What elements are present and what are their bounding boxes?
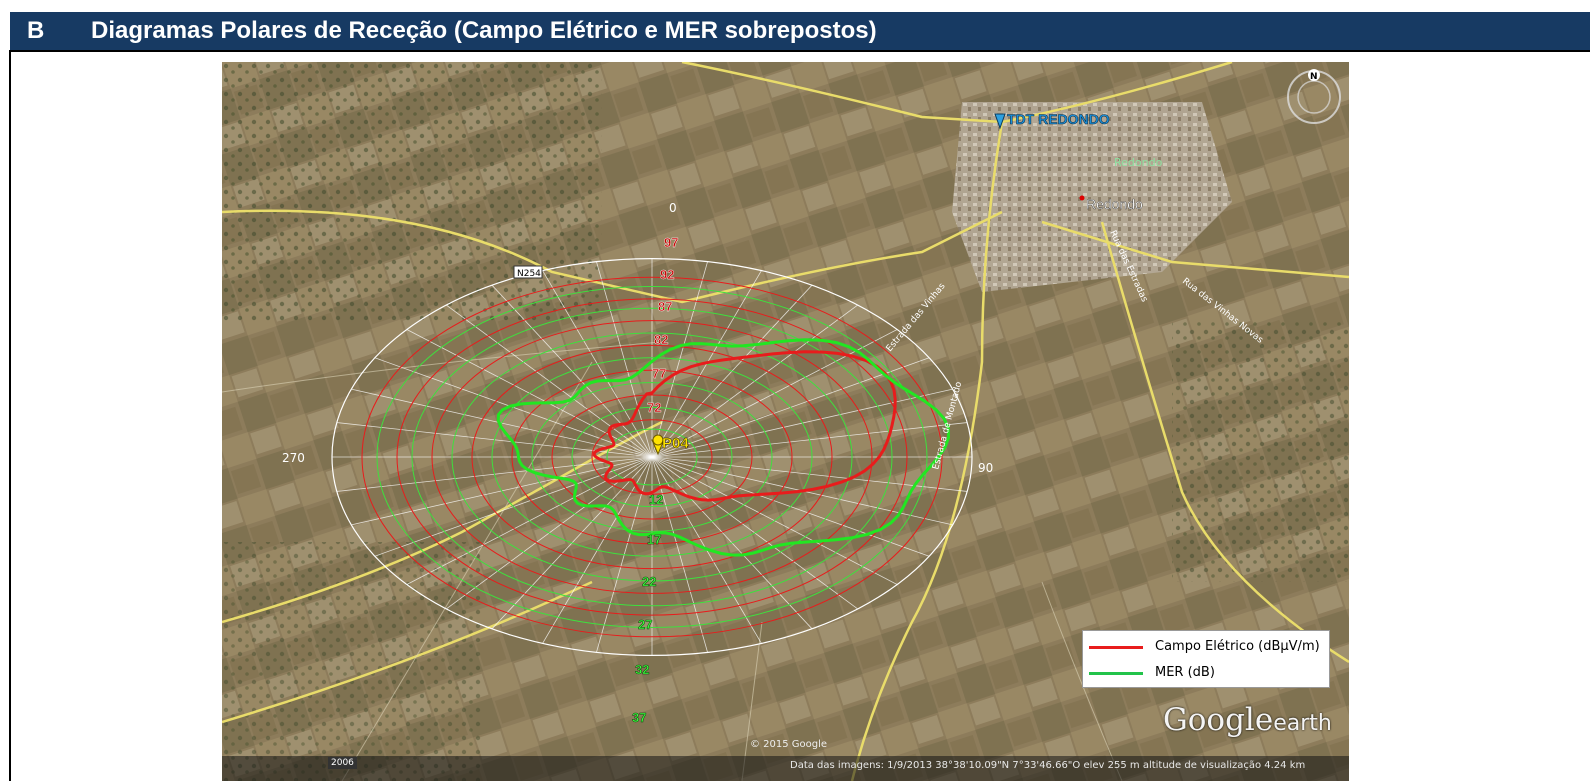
status-bar: Data das imagens: 1/9/2013 38°38'10.09"N… <box>222 756 1349 781</box>
field-ring <box>431 320 873 594</box>
field-tracks <box>222 341 1123 781</box>
transmitter-label: TDT REDONDO <box>1007 111 1110 127</box>
mer-ring-label: 32 <box>635 662 649 677</box>
legend-swatch-field <box>1089 646 1143 649</box>
compass-north-badge <box>1308 69 1320 81</box>
field-ring <box>361 276 943 638</box>
mer-ring-label: 17 <box>647 532 661 547</box>
section-title: Diagramas Polares de Receção (Campo Elét… <box>91 17 877 44</box>
p04-marker[interactable]: P04 <box>651 434 690 456</box>
imagery-year-badge[interactable]: 2006 <box>328 757 357 769</box>
field-ring <box>551 394 753 520</box>
mer-ring <box>531 382 773 532</box>
town-dot <box>1079 195 1085 201</box>
section-letter: B <box>27 17 45 44</box>
olive-grove-nw <box>222 62 602 322</box>
mer-ring <box>571 406 733 508</box>
olive-grove-sw <box>222 542 482 781</box>
field-ring-label: 97 <box>664 235 678 250</box>
section-header: B Diagramas Polares de Receção (Campo El… <box>10 12 1590 50</box>
compass-control[interactable]: N <box>1283 66 1345 128</box>
angle-label-0: 0 <box>669 201 677 215</box>
legend-label-field: Campo Elétrico (dBµV/m) <box>1155 639 1320 654</box>
road-shield-label: N254 <box>517 269 541 279</box>
transmitter-pin-icon <box>994 113 1006 130</box>
polar-outer-ring <box>331 258 973 656</box>
earth-logo-text: earth <box>1273 711 1332 736</box>
frame-border-left <box>9 50 11 781</box>
field-ring-label: 92 <box>660 267 674 282</box>
field-ring <box>471 344 833 570</box>
field-ring-label: 77 <box>652 366 666 381</box>
legend-item-field: Campo Elétrico (dBµV/m) <box>1083 635 1329 659</box>
mer-ring-label: 12 <box>649 492 663 507</box>
mer-ring <box>491 357 813 557</box>
frame-border-top <box>9 50 1590 52</box>
compass-north-label: N <box>1310 72 1318 82</box>
olive-grove-e <box>1172 322 1349 582</box>
legend-swatch-mer <box>1089 672 1143 675</box>
status-text: Data das imagens: 1/9/2013 38°38'10.09"N… <box>790 760 1306 771</box>
legend-item-mer: MER (dB) <box>1083 661 1329 685</box>
copyright-text: © 2015 Google <box>750 739 828 750</box>
field-ring <box>511 369 793 545</box>
mer-ring <box>376 286 928 628</box>
field-ring-label: 82 <box>654 332 668 347</box>
field-ring-label: 72 <box>647 400 661 415</box>
mer-ring-label: 27 <box>638 617 652 632</box>
google-logo-text: Google <box>1163 702 1274 738</box>
polar-curves <box>496 338 951 557</box>
mer-ring <box>451 332 853 582</box>
town-label: Redondo <box>1086 196 1143 212</box>
marker-label: P04 <box>662 435 689 452</box>
satellite-map[interactable]: 97 92 87 82 77 72 12 17 22 27 32 37 0 270 90 P04 TD… <box>222 62 1349 781</box>
compass-inner-icon <box>1297 80 1331 114</box>
field-ring <box>396 298 908 616</box>
legend-label-mer: MER (dB) <box>1155 665 1215 680</box>
map-legend: Campo Elétrico (dBµV/m) MER (dB) <box>1082 630 1330 688</box>
field-ring <box>591 419 713 495</box>
mer-ring <box>606 428 698 486</box>
town-area <box>952 102 1232 292</box>
town-label-small: Redondo <box>1114 156 1163 169</box>
road-shield-n254: N254 <box>513 265 543 279</box>
imagery-year: 2006 <box>331 758 354 768</box>
mer-ring-label: 22 <box>642 574 656 589</box>
pushpin-head-icon <box>652 434 664 446</box>
mer-ring-label: 37 <box>632 710 646 725</box>
google-earth-logo: Googleearth <box>1163 702 1332 738</box>
polar-grid <box>331 258 973 656</box>
field-ring-label: 87 <box>658 299 672 314</box>
transmitter-marker[interactable]: TDT REDONDO <box>994 111 1110 130</box>
angle-label-90: 90 <box>978 461 993 475</box>
mer-ring <box>411 307 893 607</box>
angle-label-270: 270 <box>282 451 305 465</box>
mer-curve <box>496 338 951 557</box>
ring-labels: 97 92 87 82 77 72 12 17 22 27 32 37 <box>632 235 679 725</box>
